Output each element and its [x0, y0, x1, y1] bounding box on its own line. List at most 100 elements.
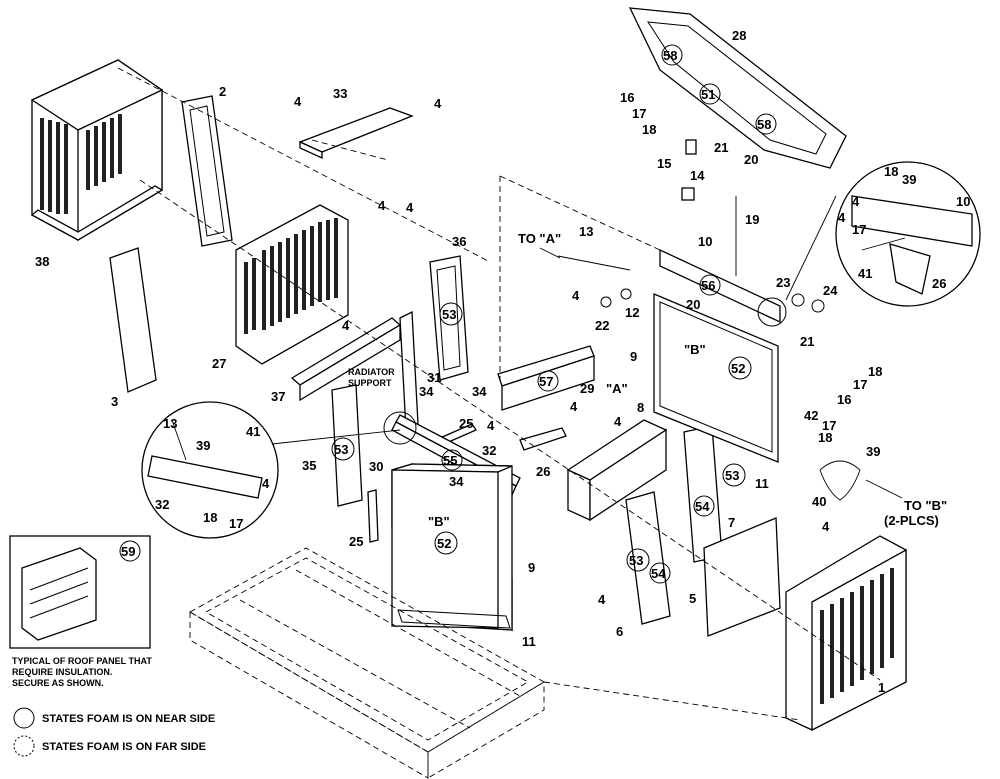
callout-24: 24 [823, 283, 838, 298]
legend-far-text: STATES FOAM IS ON FAR SIDE [42, 741, 206, 753]
callout-4: 4 [406, 200, 414, 215]
callout-20: 20 [686, 297, 700, 312]
callout-17: 17 [229, 516, 243, 531]
part-33-top-plate [298, 107, 414, 160]
part-38-left-grill-enclosure [30, 59, 164, 242]
hardware-group [557, 139, 861, 501]
callout-9: 9 [630, 349, 637, 364]
callout-15: 15 [657, 156, 671, 171]
callout-4: 4 [262, 476, 270, 491]
callout-4: 4 [572, 288, 580, 303]
callout-21: 21 [714, 140, 728, 155]
callout-10: 10 [956, 194, 970, 209]
inset-note-line1: TYPICAL OF ROOF PANEL THAT [12, 656, 152, 666]
foam-callout-54: 54 [651, 566, 666, 581]
callout-39: 39 [196, 438, 210, 453]
callout-10: 10 [698, 234, 712, 249]
foam-callout-54: 54 [695, 499, 710, 514]
callout-17: 17 [853, 377, 867, 392]
callout-11: 11 [522, 634, 536, 649]
callout-18: 18 [818, 430, 832, 445]
callout-4: 4 [487, 418, 495, 433]
callout-30: 30 [369, 459, 383, 474]
callout-34: 34 [419, 384, 434, 399]
callout-26: 26 [932, 276, 946, 291]
part-6-upright [625, 491, 671, 625]
callout-4: 4 [434, 96, 442, 111]
detail-circle-right [757, 161, 981, 327]
part-28-roof-frame [628, 7, 847, 169]
callout-17: 17 [632, 106, 646, 121]
to-b-places-label: (2-PLCS) [884, 513, 939, 528]
callout-22: 22 [595, 318, 609, 333]
foam-callout-52: 52 [437, 536, 451, 551]
callout-17: 17 [822, 418, 836, 433]
legend-near-circle [13, 707, 35, 729]
inset-note-line3: SECURE AS SHOWN. [12, 678, 104, 688]
part-35-upright [331, 384, 363, 507]
callout-35: 35 [302, 458, 316, 473]
part-36-upright-channel [429, 255, 469, 381]
callout-40: 40 [812, 494, 826, 509]
callout-42: 42 [804, 408, 818, 423]
foam-callout-59: 59 [121, 544, 135, 559]
callout-32: 32 [155, 497, 169, 512]
callout-4: 4 [852, 194, 860, 209]
callout-3: 3 [111, 394, 118, 409]
inset-note: TYPICAL OF ROOF PANEL THAT REQUIRE INSUL… [12, 656, 152, 688]
callout-28: 28 [732, 28, 746, 43]
callout-33: 33 [333, 86, 347, 101]
callout-16: 16 [837, 392, 851, 407]
inset-note-line2: REQUIRE INSULATION. [12, 667, 112, 677]
part-2-frame [181, 95, 233, 247]
callout-12: 12 [625, 305, 639, 320]
callout-19: 19 [745, 212, 759, 227]
callout-34: 34 [472, 384, 487, 399]
callout-8: 8 [637, 400, 644, 415]
a-mark-label: "A" [606, 381, 628, 396]
callout-18: 18 [868, 364, 882, 379]
callout-39: 39 [902, 172, 916, 187]
part-8-cross-plate [566, 419, 668, 522]
to-a-label: TO "A" [518, 231, 561, 246]
foam-callout-51: 51 [701, 87, 715, 102]
legend: STATES FOAM IS ON NEAR SIDE STATES FOAM … [13, 707, 215, 757]
callout-26: 26 [536, 464, 550, 479]
foam-callout-53: 53 [629, 553, 643, 568]
radiator-support-label-line1: RADIATOR [348, 367, 395, 377]
callout-17: 17 [852, 222, 866, 237]
callout-13: 13 [579, 224, 593, 239]
part-25-small-strip [367, 423, 477, 543]
callout-4: 4 [614, 414, 622, 429]
callout-4: 4 [570, 399, 578, 414]
callout-18: 18 [203, 510, 217, 525]
callout-4: 4 [838, 210, 846, 225]
part-29-cross-rail [497, 345, 595, 411]
callout-11: 11 [755, 476, 769, 491]
to-b-label: TO "B" [904, 498, 947, 513]
callout-32: 32 [482, 443, 496, 458]
callout-41: 41 [246, 424, 260, 439]
callout-37: 37 [271, 389, 285, 404]
foam-circles [119, 44, 777, 584]
callout-7: 7 [728, 515, 735, 530]
callout-21: 21 [800, 334, 814, 349]
foam-callout-58: 58 [757, 117, 771, 132]
foam-callout-57: 57 [539, 374, 553, 389]
part-5-plate [703, 517, 781, 637]
assembly-lines [117, 67, 881, 721]
foam-callout-53: 53 [725, 468, 739, 483]
foam-callout-labels: 51 52 52 53 53 53 53 54 54 55 56 57 58 5… [121, 48, 771, 581]
foam-callout-53: 53 [334, 442, 348, 457]
part-27-grill-panel [235, 204, 349, 365]
callout-2: 2 [219, 84, 226, 99]
reference-labels: TO "A" "A" "B" "B" TO "B" (2-PLCS) RADIA… [348, 231, 947, 529]
callout-39: 39 [866, 444, 880, 459]
callout-31: 31 [427, 370, 441, 385]
part-9-upper-panel [653, 293, 779, 463]
callout-18: 18 [884, 164, 898, 179]
callout-4: 4 [294, 94, 302, 109]
part-37-lower-support [290, 317, 402, 402]
foam-callout-53: 53 [442, 307, 456, 322]
